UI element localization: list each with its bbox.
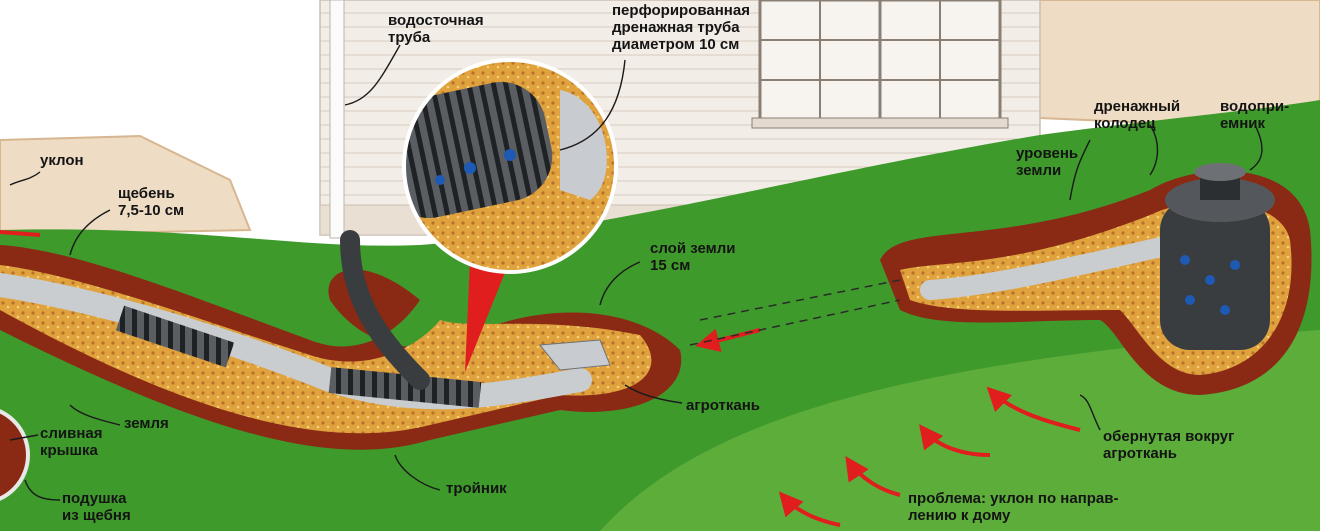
riser-pipe xyxy=(340,230,430,390)
label-problem-line1: проблема: уклон по направ- xyxy=(908,490,1119,507)
lawn-highlight xyxy=(600,330,1320,531)
outlet-pipe xyxy=(920,235,1180,300)
label-soil: земля xyxy=(124,415,169,432)
window xyxy=(751,0,1009,129)
label-agrotextile: агроткань xyxy=(686,397,761,414)
label-receiver-line1: водопри- xyxy=(1220,98,1290,115)
label-downspout-line2: труба xyxy=(388,29,431,46)
drain-well xyxy=(1160,163,1275,350)
label-drain-well-line1: дренажный xyxy=(1094,98,1181,115)
label-gravel-bed: подушка из щебня xyxy=(62,490,131,524)
label-ground-level: уровень земли xyxy=(1016,145,1078,179)
zoom-pointer xyxy=(465,260,510,372)
label-drain-cap: сливная крышка xyxy=(40,425,102,459)
label-drain-well: дренажный колодец xyxy=(1094,98,1180,132)
label-drain-cap-line1: сливная xyxy=(40,425,103,442)
label-slope: уклон xyxy=(40,152,84,169)
label-downspout: водосточная труба xyxy=(388,12,484,46)
trench-right xyxy=(880,163,1312,395)
label-problem-line2: лению к дому xyxy=(908,507,1011,524)
label-soil-layer-line1: слой земли xyxy=(650,240,736,257)
label-perforated-pipe-line3: диаметром 10 см xyxy=(612,36,740,53)
label-gravel: щебень 7,5-10 см xyxy=(118,185,184,219)
label-drain-cap-line2: крышка xyxy=(40,442,98,459)
label-gravel-line2: 7,5-10 см xyxy=(118,202,185,219)
downspout-pipe xyxy=(329,0,345,239)
label-wrapped: обернутая вокруг агроткань xyxy=(1103,428,1234,462)
trench-left xyxy=(0,230,682,450)
label-ground-level-line1: уровень xyxy=(1016,145,1079,162)
label-perforated-pipe-line2: дренажная труба xyxy=(612,19,740,36)
label-wrapped-line1: обернутая вокруг xyxy=(1103,428,1235,445)
label-soil-layer-line2: 15 см xyxy=(650,257,691,274)
label-problem: проблема: уклон по направ- лению к дому xyxy=(908,490,1118,524)
main-drain-pipe xyxy=(0,273,592,410)
label-perforated-pipe-line1: перфорированная xyxy=(612,2,750,19)
label-downspout-line1: водосточная xyxy=(388,12,484,29)
label-ground-level-line2: земли xyxy=(1016,162,1062,179)
label-gravel-bed-line1: подушка xyxy=(62,490,127,507)
pipe-zoom-inset xyxy=(402,58,618,372)
leader-lines xyxy=(9,44,1263,501)
label-drain-well-line2: колодец xyxy=(1094,115,1156,132)
flow-arrows xyxy=(0,230,1081,527)
label-gravel-line1: щебень xyxy=(118,185,175,202)
drain-cap-cutaway xyxy=(0,409,30,501)
label-gravel-bed-line2: из щебня xyxy=(62,507,131,524)
label-receiver: водопри- емник xyxy=(1220,98,1289,132)
label-tee: тройник xyxy=(446,480,507,497)
stone-wall-left xyxy=(0,134,252,237)
label-wrapped-line2: агроткань xyxy=(1103,445,1178,462)
agrotextile-end xyxy=(539,339,611,371)
label-soil-layer: слой земли 15 см xyxy=(650,240,735,274)
label-perforated-pipe: перфорированная дренажная труба диаметро… xyxy=(612,2,750,53)
label-receiver-line2: емник xyxy=(1220,115,1266,132)
